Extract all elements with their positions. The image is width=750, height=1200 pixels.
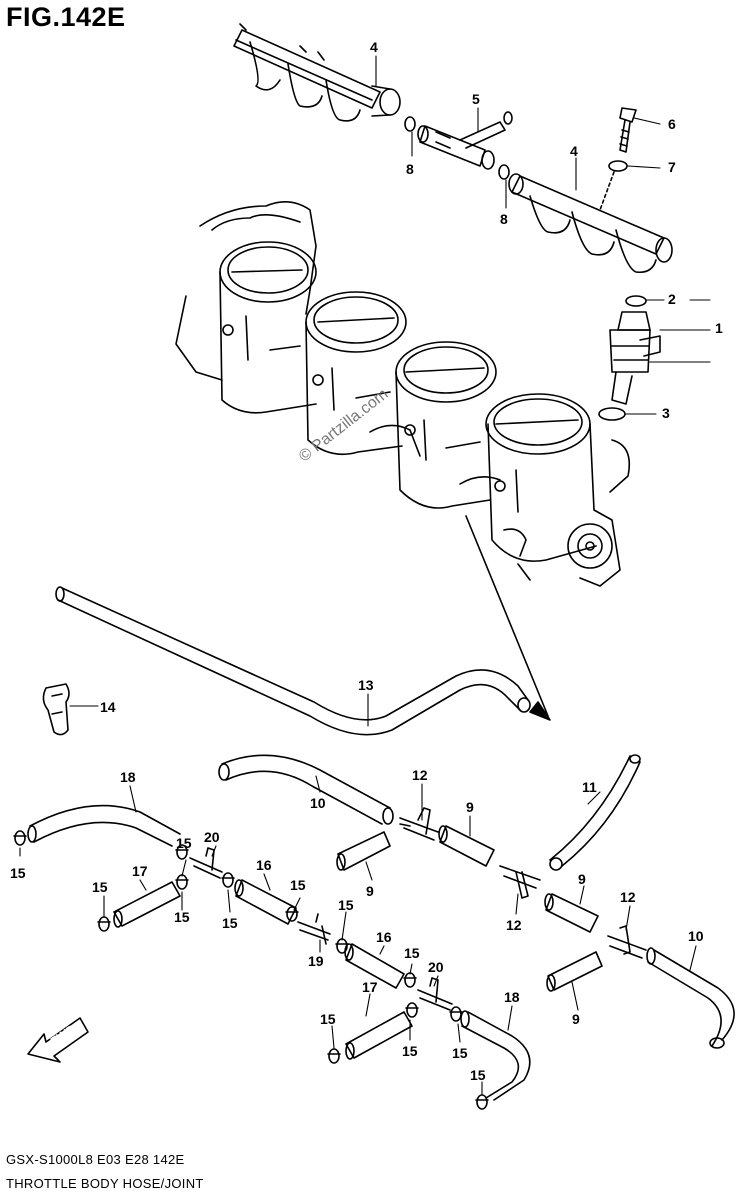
callout-4-lower[interactable]: 4 (570, 143, 578, 159)
callout-1[interactable]: 1 (715, 320, 723, 336)
hose-18a[interactable] (27, 804, 181, 847)
joint-20a[interactable] (189, 847, 223, 879)
callout-15-e[interactable]: 15 (222, 915, 238, 931)
joint-20b[interactable] (417, 977, 453, 1011)
callout-15-c[interactable]: 15 (92, 879, 108, 895)
hose-17a[interactable] (113, 881, 181, 928)
callout-15-l[interactable]: 15 (470, 1067, 486, 1083)
throttle-body-assembly[interactable] (175, 201, 631, 587)
callout-13[interactable]: 13 (358, 677, 374, 693)
hose-10a[interactable] (218, 754, 394, 825)
callout-16-upper[interactable]: 16 (256, 857, 272, 873)
fuel-rail-lower[interactable] (508, 173, 673, 274)
callout-12-c[interactable]: 12 (620, 889, 636, 905)
fuel-rail-upper[interactable] (233, 23, 401, 122)
callout-18-lower[interactable]: 18 (504, 989, 520, 1005)
callout-15-f[interactable]: 15 (290, 877, 306, 893)
callout-9-a[interactable]: 9 (466, 799, 474, 815)
o-ring-8a[interactable] (404, 116, 416, 132)
callout-numbers: 1 2 3 4 4 5 6 7 8 8 9 9 9 9 10 10 11 12 … (10, 39, 723, 1083)
injector-seal-3[interactable] (598, 407, 626, 421)
callout-5[interactable]: 5 (472, 91, 480, 107)
clamps-15[interactable] (13, 830, 489, 1110)
washer-7[interactable] (608, 160, 628, 172)
joint-12c[interactable] (607, 925, 647, 959)
callout-10-upper[interactable]: 10 (310, 795, 326, 811)
callout-15-a[interactable]: 15 (10, 865, 26, 881)
callout-8-right[interactable]: 8 (500, 211, 508, 227)
callout-3[interactable]: 3 (662, 405, 670, 421)
callout-6[interactable]: 6 (668, 116, 676, 132)
callout-15-b[interactable]: 15 (176, 835, 192, 851)
callout-15-j[interactable]: 15 (402, 1043, 418, 1059)
hose-18b[interactable] (460, 1010, 531, 1101)
figure-title: FIG.142E (6, 2, 126, 32)
fuel-injector[interactable] (609, 311, 661, 405)
callout-11[interactable]: 11 (582, 779, 597, 795)
callout-20-lower[interactable]: 20 (428, 959, 444, 975)
callout-19[interactable]: 19 (308, 953, 324, 969)
leader-lines (19, 55, 711, 1095)
hose-9c[interactable] (544, 893, 599, 933)
callout-15-h[interactable]: 15 (404, 945, 420, 961)
callout-15-k[interactable]: 15 (452, 1045, 468, 1061)
callout-12-a[interactable]: 12 (412, 767, 428, 783)
hose-clip-14[interactable] (42, 683, 70, 736)
hose-17b[interactable] (345, 1011, 413, 1060)
callout-7[interactable]: 7 (668, 159, 676, 175)
callout-15-g[interactable]: 15 (338, 897, 354, 913)
callout-18-upper[interactable]: 18 (120, 769, 136, 785)
joint-12b[interactable] (499, 865, 541, 899)
callout-12-b[interactable]: 12 (506, 917, 522, 933)
callout-16-lower[interactable]: 16 (376, 929, 392, 945)
footer-model-code: GSX-S1000L8 E03 E28 142E (6, 1152, 185, 1167)
callout-4-upper[interactable]: 4 (370, 39, 378, 55)
fuel-joint-pipe[interactable] (417, 111, 513, 170)
hose-16a[interactable] (234, 879, 297, 925)
hose-10b[interactable] (646, 947, 735, 1049)
hose-13[interactable] (55, 586, 531, 736)
joint-19[interactable] (297, 913, 331, 945)
callout-9-b[interactable]: 9 (366, 883, 374, 899)
hose-9b[interactable] (336, 831, 391, 871)
callout-10-lower[interactable]: 10 (688, 928, 704, 944)
callout-17-upper[interactable]: 17 (132, 863, 148, 879)
callout-9-c[interactable]: 9 (578, 871, 586, 887)
footer-figure-name: THROTTLE BODY HOSE/JOINT (6, 1176, 204, 1191)
callout-14[interactable]: 14 (100, 699, 116, 715)
hose-11[interactable] (549, 754, 641, 871)
callout-15-i[interactable]: 15 (320, 1011, 336, 1027)
o-ring-8b[interactable] (498, 164, 510, 180)
hose-9d[interactable] (546, 951, 603, 992)
callout-17-lower[interactable]: 17 (362, 979, 378, 995)
injector-seal-2[interactable] (625, 295, 647, 307)
callout-2[interactable]: 2 (668, 291, 676, 307)
fwd-label: FWD (48, 1021, 79, 1048)
callout-20-upper[interactable]: 20 (204, 829, 220, 845)
fwd-arrow-icon (27, 1017, 89, 1063)
joint-12a[interactable] (399, 807, 439, 841)
callout-8-left[interactable]: 8 (406, 161, 414, 177)
callout-9-d[interactable]: 9 (572, 1011, 580, 1027)
hose-9a[interactable] (438, 825, 495, 867)
rail-bolt[interactable] (619, 107, 637, 153)
callout-15-d[interactable]: 15 (174, 909, 190, 925)
